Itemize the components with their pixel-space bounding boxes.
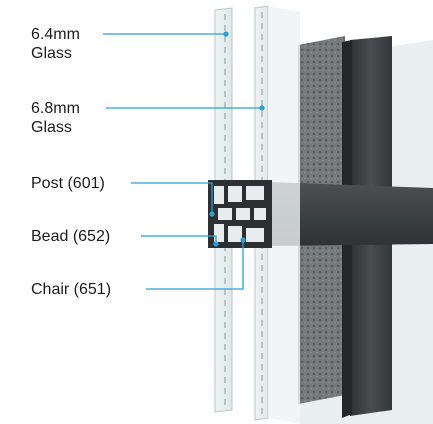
- label-glass-inner-material: Glass: [31, 119, 72, 136]
- label-glass-inner: 6.8mm Glass: [31, 99, 80, 137]
- label-glass-inner-thickness: 6.8mm: [31, 100, 80, 117]
- leader-dot-bead: [213, 241, 219, 247]
- leader-dot-glass-outer: [223, 31, 229, 37]
- leader-chair: [146, 240, 244, 290]
- profile-cross-section: [208, 180, 272, 248]
- leader-dot-chair: [240, 237, 246, 243]
- leader-lines: [103, 31, 265, 290]
- leader-bead: [141, 235, 217, 244]
- leader-dot-post: [209, 211, 215, 217]
- label-bead: Bead (652): [31, 228, 111, 245]
- label-chair: Chair (651): [31, 281, 112, 298]
- label-post: Post (601): [31, 175, 105, 192]
- leader-post: [131, 182, 213, 214]
- label-glass-outer: 6.4mm Glass: [31, 25, 80, 63]
- label-glass-outer-material: Glass: [31, 45, 72, 62]
- leader-dot-glass-inner: [259, 105, 265, 111]
- inner-glass-sheet: [268, 6, 300, 424]
- horizontal-transom: [268, 182, 433, 246]
- label-glass-outer-thickness: 6.4mm: [31, 26, 80, 43]
